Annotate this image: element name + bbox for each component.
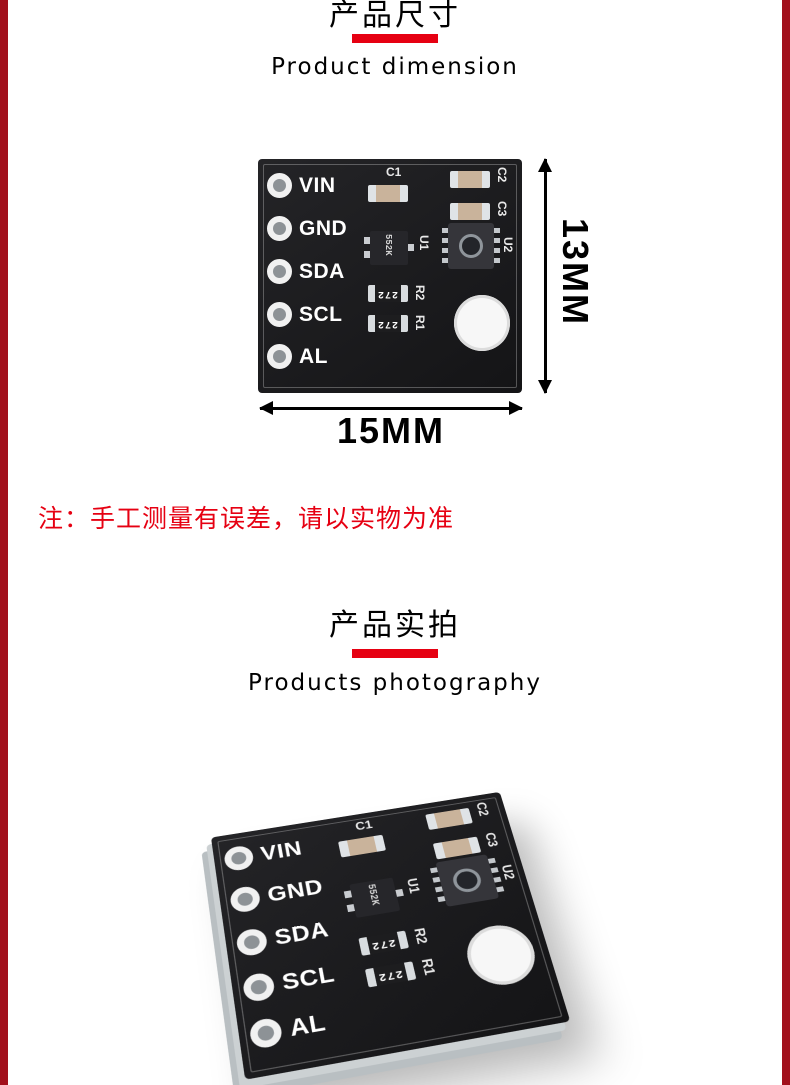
height-dimension-label: 13MM (555, 218, 596, 327)
pin-hole (267, 215, 292, 241)
pin-hole (248, 1015, 284, 1050)
pin-row-vin: VIN (267, 172, 336, 198)
silkscreen-outline (263, 164, 517, 388)
u1-marking: 552K (364, 883, 381, 907)
capacitor-c2 (450, 171, 490, 188)
resistor-code: 272 (377, 318, 399, 329)
ref-label-r1: R1 (418, 957, 439, 977)
pin-hole (222, 843, 255, 872)
resistor-code: 272 (376, 966, 405, 983)
pcb-board-top-view: VIN GND SDA SCL AL C1 C2 C3 552K U1 (258, 159, 522, 393)
ref-label-c1: C1 (386, 165, 402, 179)
resistor-r1: 272 (368, 315, 408, 332)
sensor-ic-u2 (442, 223, 500, 269)
ref-label-c2: C2 (472, 801, 492, 818)
ref-label-r2: R2 (413, 285, 427, 301)
capacitor-c1 (368, 185, 408, 202)
pin-row-al: AL (267, 343, 328, 369)
ref-label-u2: U2 (498, 863, 519, 881)
height-dimension-arrow (538, 158, 552, 394)
sensor-port (450, 866, 484, 895)
ref-label-r2: R2 (410, 926, 431, 946)
mounting-hole (454, 295, 510, 351)
left-border-strip (0, 0, 8, 1085)
u1-marking: 552K (383, 234, 393, 256)
pin-label-sda: SDA (299, 259, 345, 283)
ref-label-u1: U1 (403, 877, 423, 895)
pin-hole (241, 970, 276, 1003)
sensor-port (459, 234, 483, 258)
pin-hole (267, 258, 292, 284)
photo-section-title-en: Products photography (248, 670, 542, 696)
pin-label-vin: VIN (299, 173, 336, 197)
pin-label-al: AL (299, 344, 328, 368)
red-divider-bar-1 (352, 34, 438, 43)
pin-hole (267, 172, 292, 198)
dimension-section-title-cn: 产品尺寸 (329, 0, 461, 33)
pin-label-scl: SCL (299, 302, 343, 326)
pin-label-vin: VIN (259, 837, 304, 865)
pin-row-sda: SDA (267, 258, 345, 284)
capacitor-c3 (450, 203, 490, 220)
pin-row-gnd: GND (267, 215, 347, 241)
pcb-board-photo: VIN GND SDA SCL AL C1 C2 C3 (210, 791, 571, 1080)
sensor-ic-u2 (435, 854, 500, 907)
pin-label-gnd: GND (299, 216, 348, 240)
pin-row-scl: SCL (267, 301, 343, 327)
ref-label-u2: U2 (501, 237, 515, 253)
resistor-code: 272 (370, 935, 398, 951)
pin-hole (267, 301, 292, 327)
red-divider-bar-2 (352, 649, 438, 658)
pin-hole (235, 926, 269, 958)
width-dimension-arrow (259, 401, 523, 415)
dimension-section-title-en: Product dimension (271, 54, 519, 80)
width-dimension-label: 15MM (336, 410, 446, 451)
right-border-strip (782, 0, 790, 1085)
ref-label-c3: C3 (495, 201, 509, 217)
pin-label-al: AL (287, 1009, 328, 1042)
ref-label-c2: C2 (495, 167, 509, 183)
photo-section-title-cn: 产品实拍 (329, 608, 461, 643)
ref-label-c1: C1 (353, 817, 374, 834)
measurement-note: 注：手工测量有误差，请以实物为准 (38, 504, 455, 533)
product-photo: VIN GND SDA SCL AL C1 C2 C3 (210, 791, 571, 1080)
pin-hole (228, 884, 262, 914)
pin-hole (267, 343, 292, 369)
ref-label-r1: R1 (413, 315, 427, 331)
ref-label-u1: U1 (417, 235, 431, 251)
resistor-r2: 272 (368, 285, 408, 302)
resistor-code: 272 (377, 288, 399, 299)
transistor-u1: 552K (349, 877, 401, 918)
transistor-u1: 552K (364, 231, 414, 265)
ref-label-c3: C3 (481, 831, 502, 848)
